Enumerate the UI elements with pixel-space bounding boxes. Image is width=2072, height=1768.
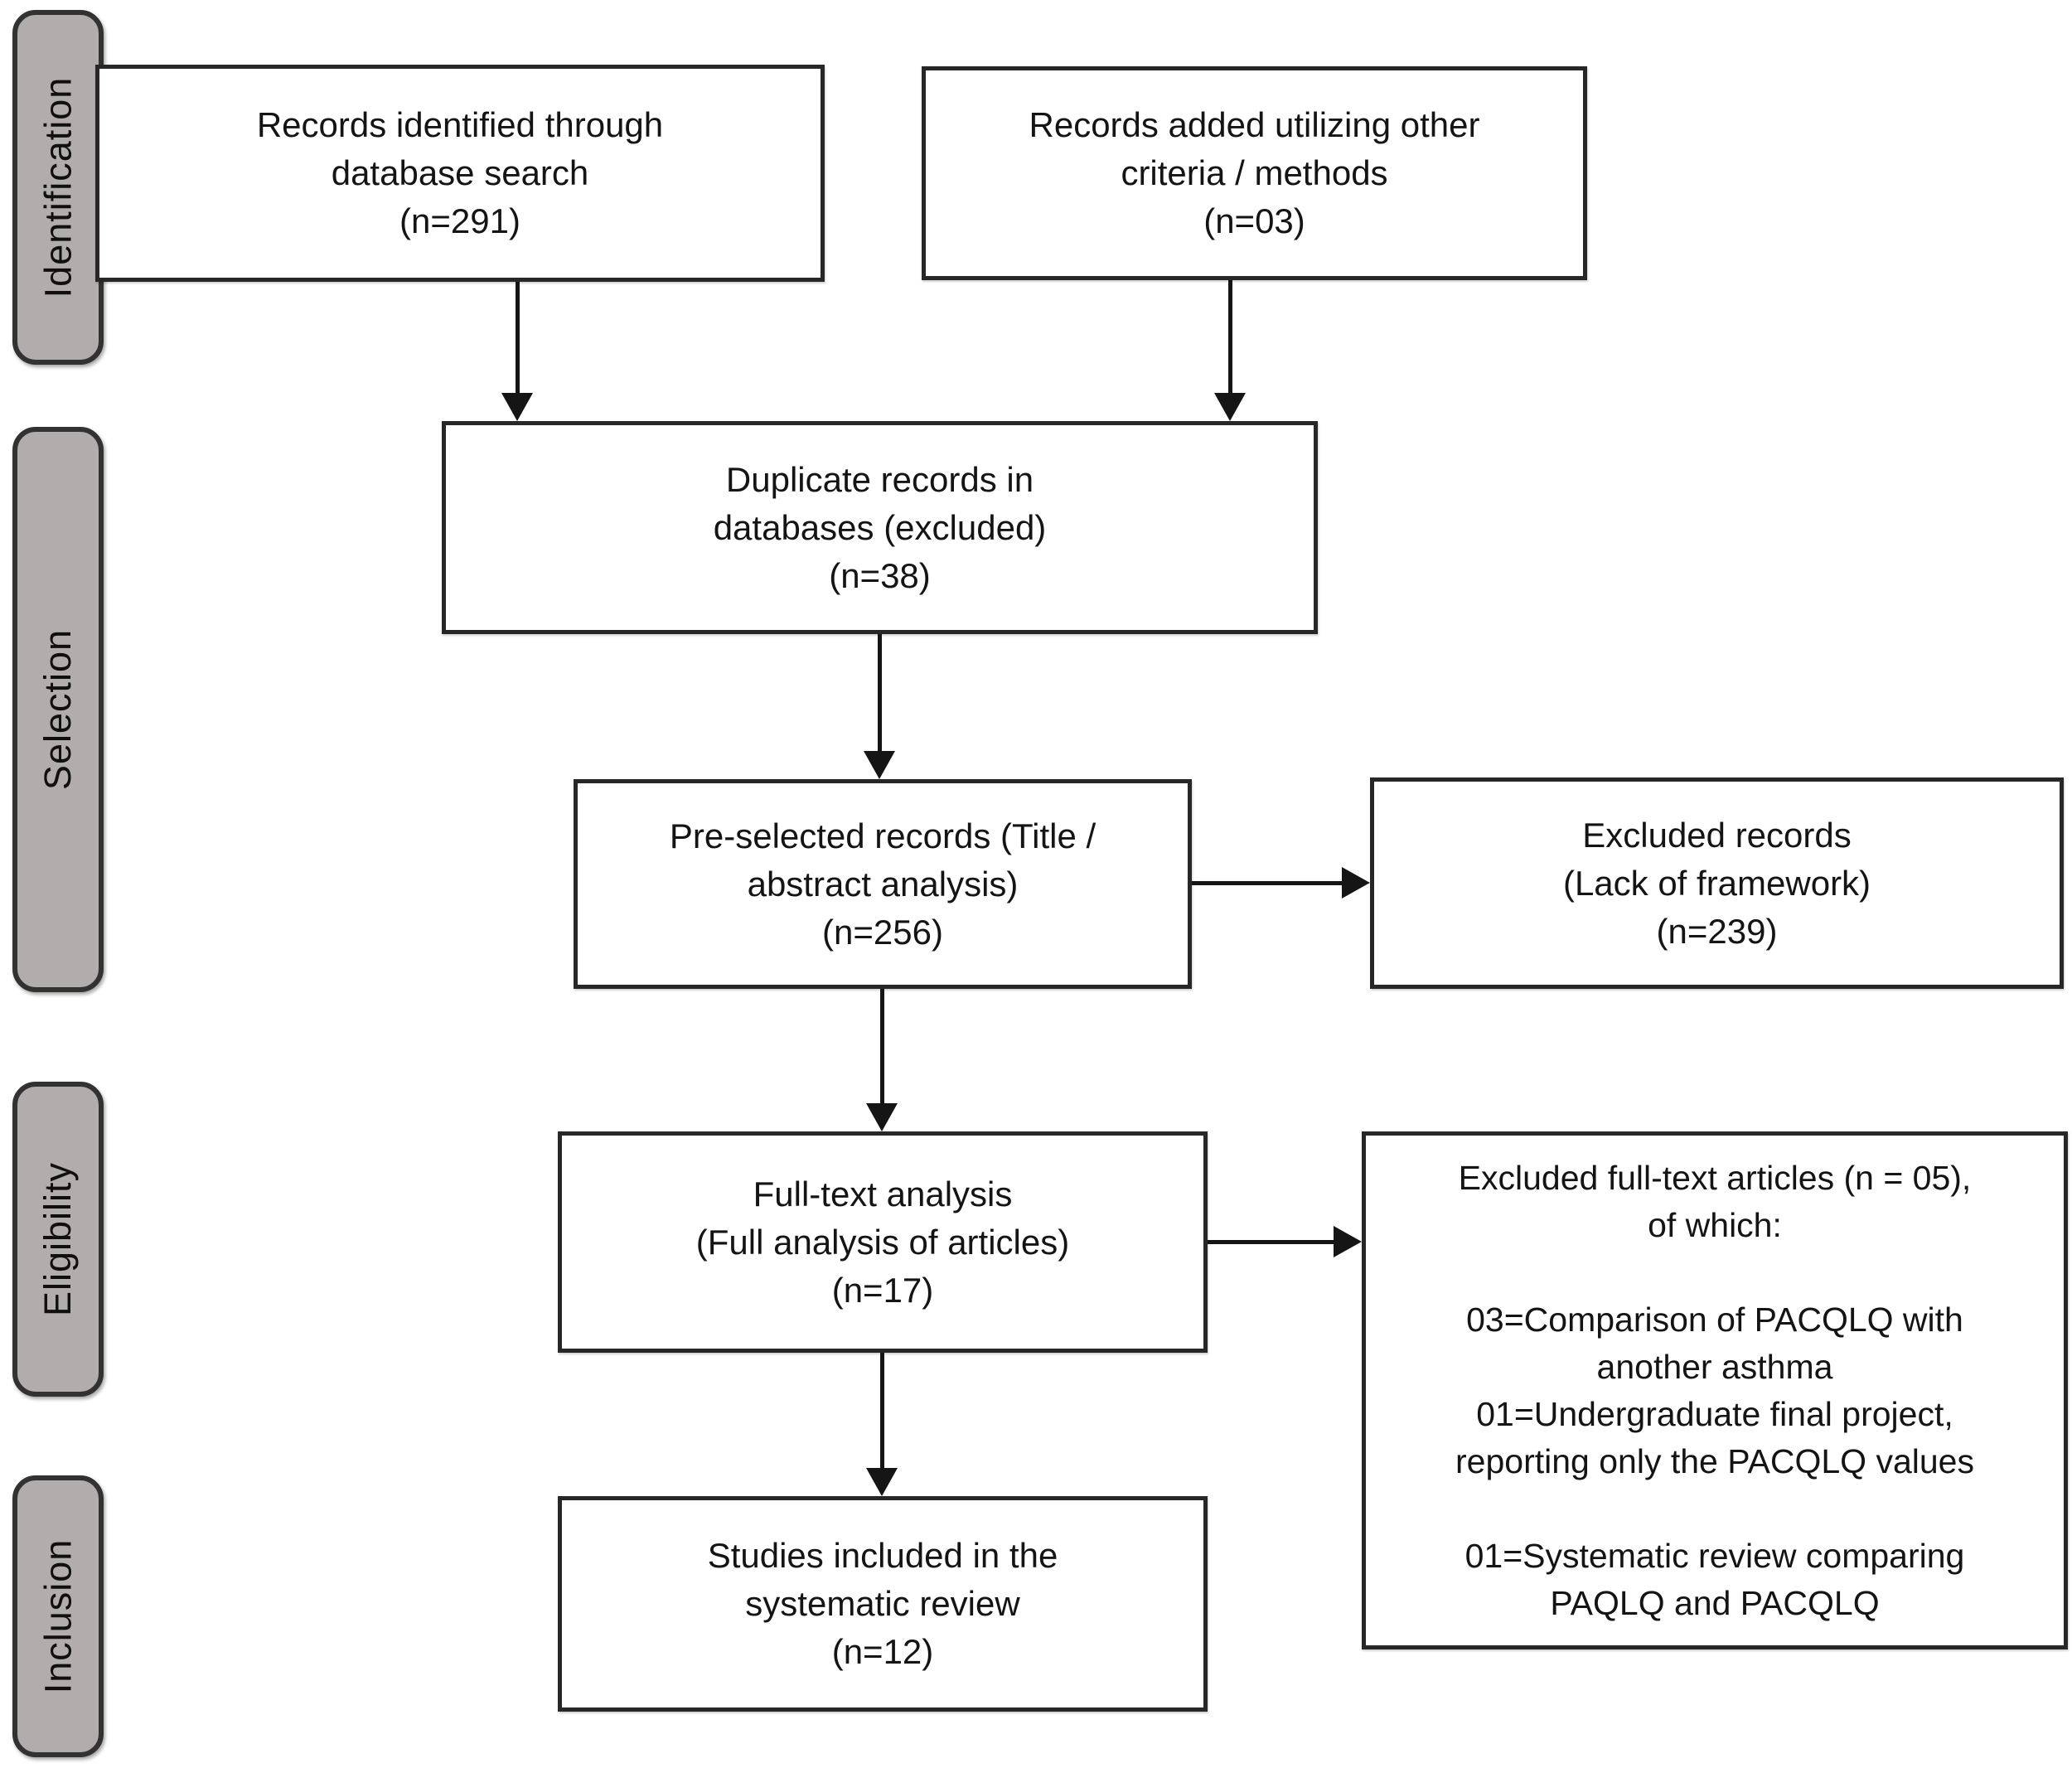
box-records-identified-text: Records identified through database sear… — [256, 105, 664, 240]
box-excluded-fulltext-articles: Excluded full-text articles (n = 05), of… — [1362, 1131, 2068, 1649]
box-fulltext-analysis-text: Full-text analysis (Full analysis of art… — [695, 1174, 1070, 1310]
stage-pill-identification: Identification — [12, 10, 104, 365]
box-excluded-records: Excluded records (Lack of framework) (n=… — [1370, 777, 2064, 989]
box-fulltext-analysis: Full-text analysis (Full analysis of art… — [558, 1131, 1208, 1353]
arrow-right-icon — [1342, 867, 1370, 899]
arrow-right-icon — [1334, 1226, 1362, 1257]
arrow-preselected-to-fulltext-shaft — [880, 989, 884, 1103]
arrow-fulltext-to-excluded-shaft — [1208, 1240, 1334, 1244]
box-included-studies: Studies included in the systematic revie… — [558, 1496, 1208, 1712]
stage-label-eligibility: Eligibility — [36, 1161, 79, 1317]
stage-label-selection: Selection — [36, 628, 79, 791]
arrow-added-to-duplicates-shaft — [1228, 280, 1232, 396]
arrow-down-icon — [866, 1468, 898, 1496]
stage-pill-inclusion: Inclusion — [12, 1475, 104, 1757]
arrow-down-icon — [866, 1103, 898, 1131]
box-included-studies-text: Studies included in the systematic revie… — [707, 1536, 1058, 1671]
box-records-added-text: Records added utilizing other criteria /… — [1029, 105, 1480, 240]
box-preselected-records-text: Pre-selected records (Title / abstract a… — [669, 816, 1097, 952]
box-duplicate-records-text: Duplicate records in databases (excluded… — [713, 459, 1047, 595]
stage-pill-eligibility: Eligibility — [12, 1082, 104, 1397]
box-excluded-records-text: Excluded records (Lack of framework) (n=… — [1562, 815, 1871, 951]
arrow-preselected-to-excluded-shaft — [1192, 881, 1342, 885]
stage-label-identification: Identification — [36, 76, 80, 298]
stage-label-inclusion: Inclusion — [36, 1538, 80, 1694]
box-records-added: Records added utilizing other criteria /… — [922, 66, 1587, 280]
arrow-down-icon — [501, 393, 533, 421]
box-records-identified: Records identified through database sear… — [95, 65, 825, 282]
box-preselected-records: Pre-selected records (Title / abstract a… — [574, 779, 1192, 989]
stage-pill-selection: Selection — [12, 427, 104, 992]
arrow-down-icon — [1214, 393, 1246, 421]
box-excluded-fulltext-text: Excluded full-text articles (n = 05), of… — [1455, 1158, 1974, 1622]
arrow-fulltext-to-included-shaft — [880, 1353, 884, 1468]
arrow-down-icon — [864, 751, 895, 779]
arrow-identified-to-duplicates-shaft — [516, 282, 520, 396]
arrow-duplicates-to-preselected-shaft — [878, 634, 882, 751]
box-duplicate-records-excluded: Duplicate records in databases (excluded… — [442, 421, 1318, 634]
